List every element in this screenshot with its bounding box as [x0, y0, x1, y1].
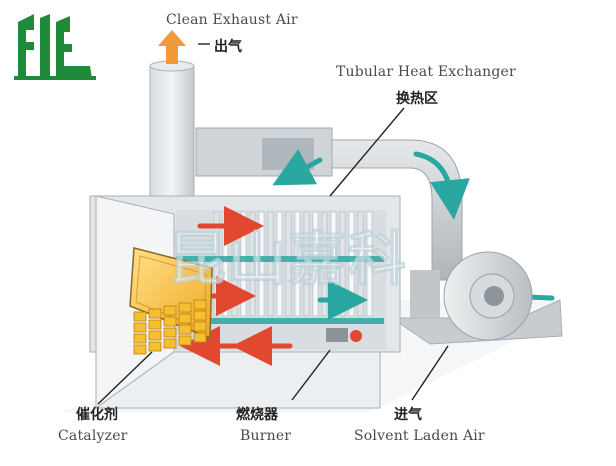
catalyst-cell: [148, 308, 162, 319]
catalyst-cell: [133, 311, 147, 322]
label-catalyzer-en: Catalyzer: [58, 428, 128, 444]
catalyst-cell: [163, 327, 177, 338]
catalyst-cell: [178, 302, 192, 313]
label-exchanger-en: Tubular Heat Exchanger: [336, 64, 516, 80]
exchanger-tube: [276, 211, 283, 317]
label-exhaust-zh: 出气: [214, 39, 242, 55]
catalyst-cell: [148, 319, 162, 330]
catalyst-cell: [193, 332, 207, 343]
catalyzer-panel: [129, 247, 213, 340]
exchanger-tube: [366, 211, 373, 317]
catalyst-cell: [163, 338, 177, 349]
catalyst-cell: [193, 299, 207, 310]
catalyst-cell: [163, 316, 177, 327]
catalyst-cell: [133, 333, 147, 344]
label-exhaust-en: Clean Exhaust Air: [166, 12, 298, 28]
housing-front: [94, 351, 381, 409]
leader-lines: [97, 43, 449, 405]
catalyst-cell: [178, 324, 192, 335]
blower-fan: [410, 251, 533, 341]
catalyst-cell: [133, 322, 147, 333]
exhaust-stack: [149, 65, 195, 197]
exhaust-arrow: [158, 30, 186, 64]
catalyst-cell: [178, 313, 192, 324]
exchanger-tube: [213, 211, 220, 317]
label-inlet-zh: 进气: [394, 407, 422, 423]
catalyst-cell: [133, 344, 147, 355]
company-logo: [14, 14, 96, 80]
exchanger-tube: [294, 211, 301, 317]
label-exchanger-zh: 换热区: [396, 91, 438, 107]
catalyst-cell: [163, 305, 177, 316]
label-catalyzer-zh: 催化剂: [76, 407, 118, 423]
catalyst-cell: [193, 310, 207, 321]
catalyst-cell: [193, 321, 207, 332]
catalyst-cell: [178, 335, 192, 346]
exchanger-tube: [258, 211, 265, 317]
label-burner-en: Burner: [240, 428, 292, 444]
exchanger-tube: [267, 211, 274, 317]
catalyst-cell: [148, 341, 162, 352]
exchanger-tube: [312, 211, 319, 317]
heat-exchanger-tubes: [213, 211, 373, 317]
label-burner-zh: 燃烧器: [236, 407, 278, 423]
catalyst-cells: [133, 299, 207, 355]
label-inlet-en: Solvent Laden Air: [354, 428, 485, 444]
exchanger-tube: [321, 211, 328, 317]
exchanger-tube: [249, 211, 256, 317]
burner-unit: [326, 328, 362, 342]
exchanger-tube: [303, 211, 310, 317]
exchanger-tube: [285, 211, 292, 317]
exchanger-tube: [357, 211, 364, 317]
catalyst-cell: [148, 330, 162, 341]
